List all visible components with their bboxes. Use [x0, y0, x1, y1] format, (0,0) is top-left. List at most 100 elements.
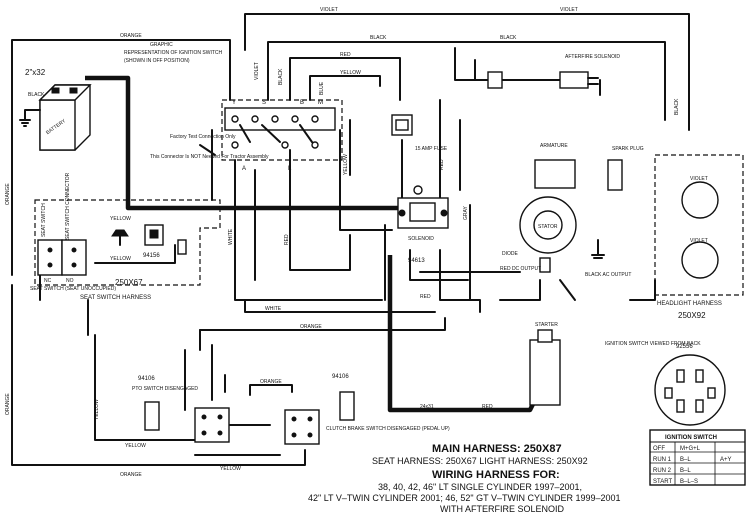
- graphic-note-1: GRAPHIC: [150, 42, 173, 48]
- title-block: MAIN HARNESS: 250X87 SEAT HARNESS: 250X6…: [308, 443, 621, 514]
- afterfire-solenoid: AFTERFIRE SOLENOID: [487, 54, 620, 89]
- table-r1-c2: A+Y: [720, 457, 732, 463]
- fuse-label: 15 AMP FUSE: [415, 146, 448, 152]
- ignition-switch-graphic: Y S B M A L: [221, 99, 343, 172]
- lbl-black-top: BLACK: [370, 35, 387, 41]
- seat-nc: NC: [44, 278, 52, 284]
- lbl-red-mid: RED: [284, 234, 290, 245]
- seat-part: 94156: [143, 253, 160, 259]
- term-l: L: [288, 166, 292, 172]
- title-line1: 38, 40, 42, 46" LT SINGLE CYLINDER 1997–…: [378, 482, 582, 492]
- factory-test-note: This Connector Is NOT Needed For Tractor…: [150, 154, 269, 160]
- brake-part: 94106: [332, 374, 349, 380]
- ignition-table: IGNITION SWITCH OFF M+G+L RUN 1 B–L A+Y …: [649, 429, 746, 486]
- ignition-view-label: IGNITION SWITCH VIEWED FROM BACK: [605, 341, 701, 347]
- pto-label: PTO SWITCH DISENGAGED: [132, 386, 198, 392]
- table-r3-c0: START: [653, 479, 672, 485]
- pto-switch: 94106 PTO SWITCH DISENGAGED: [132, 376, 230, 443]
- seat-harness-part: 250X67: [115, 278, 143, 287]
- wires: [11, 13, 690, 466]
- lbl-orange-bottom: ORANGE: [300, 324, 322, 330]
- solenoid-label: SOLENOID: [408, 236, 434, 242]
- red-output-label: RED DC OUTPUT: [500, 266, 541, 272]
- battery: BATTERY 2"x32 BLACK: [19, 68, 92, 151]
- lbl-white-bottom: WHITE: [265, 306, 282, 312]
- lbl-orange-left2: ORANGE: [5, 393, 11, 415]
- starter: STARTER 24x31 RED: [420, 322, 561, 410]
- black-output-label: BLACK AC OUTPUT: [585, 272, 631, 278]
- lbl-black-top2: BLACK: [500, 35, 517, 41]
- stator-label: STATOR: [538, 224, 558, 230]
- term-b: B: [300, 100, 304, 106]
- term-a: A: [242, 166, 246, 172]
- solenoid: SOLENOID 94613: [397, 185, 449, 264]
- lbl-blue-ign: BLUE: [319, 81, 325, 95]
- seat-col2: SEAT SWITCH CONNECTOR: [65, 172, 71, 240]
- afterfire-label: AFTERFIRE SOLENOID: [565, 54, 620, 60]
- table-r0-c0: OFF: [653, 446, 665, 452]
- ignition-table-header: IGNITION SWITCH: [665, 435, 717, 441]
- pto-part: 94106: [138, 376, 155, 382]
- table-r3-c1: B–L–S: [680, 479, 698, 485]
- ignition-switch-view: 92556 IGNITION SWITCH VIEWED FROM BACK: [605, 341, 726, 426]
- seat-switch: NC NO SEAT SWITCH (SEAT UNOCCUPIED) SEAT…: [30, 172, 187, 292]
- table-r0-c1: M+G+L: [680, 446, 701, 452]
- lbl-yellow-top: YELLOW: [340, 70, 361, 76]
- battery-black-label: BLACK: [28, 92, 45, 98]
- starter-label: STARTER: [535, 322, 558, 328]
- fuse: 15 AMP FUSE: [391, 114, 448, 152]
- table-r2-c0: RUN 2: [653, 468, 672, 474]
- lbl-orange-left: ORANGE: [5, 183, 11, 205]
- graphic-note: REPRESENTATION OF IGNITION SWITCH: [124, 50, 223, 56]
- lbl-white-1: WHITE: [228, 228, 234, 245]
- title-seat-light: SEAT HARNESS: 250X67 LIGHT HARNESS: 250X…: [372, 456, 588, 466]
- table-r1-c1: B–L: [680, 457, 691, 463]
- battery-size: 2"x32: [25, 68, 46, 77]
- title-wiring-for: WIRING HARNESS FOR:: [432, 469, 560, 481]
- brake-label: CLUTCH BRAKE SWITCH DISENGAGED (PEDAL UP…: [326, 426, 450, 432]
- title-line2: 42" LT V–TWIN CYLINDER 2001; 46, 52" GT …: [308, 493, 621, 503]
- brake-switch: 94106 CLUTCH BRAKE SWITCH DISENGAGED (PE…: [284, 374, 450, 445]
- headlight-violet-2: VIOLET: [690, 238, 708, 244]
- solenoid-part: 94613: [408, 258, 425, 264]
- lbl-red-right: RED: [439, 159, 445, 170]
- seat-harness-label: SEAT SWITCH HARNESS: [80, 295, 151, 301]
- lbl-orange-bottom2: ORANGE: [260, 379, 282, 385]
- engine: ARMATURE SPARK PLUG STATOR DIODE RED DC …: [500, 143, 644, 278]
- ignition-part: 92556: [676, 344, 693, 350]
- lbl-yellow-bottom: YELLOW: [125, 443, 146, 449]
- factory-test-title: Factory Test Connection Only: [170, 134, 236, 140]
- lbl-black-right: BLACK: [674, 98, 680, 115]
- lbl-yellow-seat: YELLOW: [110, 216, 131, 222]
- lbl-orange-bottom3: ORANGE: [120, 472, 142, 478]
- lbl-red-lower: RED: [420, 294, 431, 300]
- lbl-orange-top: ORANGE: [120, 33, 142, 39]
- lbl-yellow-mid: YELLOW: [343, 154, 349, 175]
- headlight-part: 250X92: [678, 311, 706, 320]
- lbl-gray: GRAY: [463, 206, 469, 220]
- lbl-yellow-left: YELLOW: [94, 399, 100, 420]
- lbl-yellow-bottom2: YELLOW: [220, 466, 241, 472]
- seat-col1: SEAT SWITCH: [41, 203, 47, 237]
- headlight-label: HEADLIGHT HARNESS: [657, 301, 722, 307]
- seat-no: NO: [66, 278, 74, 284]
- lbl-black-ign: BLACK: [278, 68, 284, 85]
- spark-plug-label: SPARK PLUG: [612, 146, 644, 152]
- armature-label: ARMATURE: [540, 143, 568, 149]
- headlight-violet-1: VIOLET: [690, 176, 708, 182]
- lbl-violet-ign: VIOLET: [254, 62, 260, 80]
- title-line3: WITH AFTERFIRE SOLENOID: [440, 504, 565, 514]
- term-y: Y: [232, 100, 236, 106]
- lbl-yellow-seat2: YELLOW: [110, 256, 131, 262]
- graphic-note-2: (SHOWN IN OFF POSITION): [124, 58, 190, 64]
- headlight-harness: VIOLET VIOLET HEADLIGHT HARNESS 250X92: [654, 154, 744, 320]
- term-s: S: [262, 100, 266, 106]
- seat-switch-label: SEAT SWITCH (SEAT UNOCCUPIED): [30, 286, 116, 292]
- term-m: M: [318, 100, 323, 106]
- cable-part: 24x31: [420, 404, 434, 410]
- lbl-violet-top: VIOLET: [320, 7, 338, 13]
- factory-test: Factory Test Connection Only This Connec…: [150, 134, 269, 160]
- lbl-violet-top2: VIOLET: [560, 7, 578, 13]
- lbl-red-top: RED: [340, 52, 351, 58]
